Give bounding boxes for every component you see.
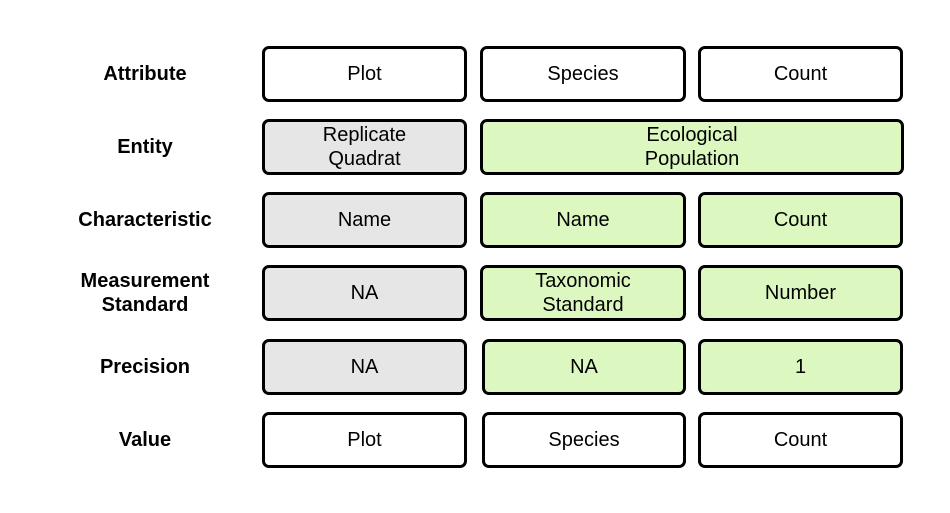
- row-label-attribute: Attribute: [103, 63, 187, 85]
- measurement-standard-plot-box: NA: [262, 265, 467, 321]
- row-label-measurement-standard: Measurement Standard: [80, 270, 210, 316]
- attribute-plot-box: Plot: [262, 46, 467, 102]
- row-label-entity: Entity: [117, 136, 173, 158]
- precision-plot-box: NA: [262, 339, 467, 395]
- value-plot-box: Plot: [262, 412, 467, 468]
- attribute-count-box: Count: [698, 46, 903, 102]
- measurement-standard-species-box: Taxonomic Standard: [480, 265, 686, 321]
- characteristic-plot-box: Name: [262, 192, 467, 248]
- row-label-precision: Precision: [99, 356, 191, 378]
- measurement-standard-count-box: Number: [698, 265, 903, 321]
- attribute-species-box: Species: [480, 46, 686, 102]
- entity-replicate-quadrat-box: Replicate Quadrat: [262, 119, 467, 175]
- precision-count-box: 1: [698, 339, 903, 395]
- row-label-value: Value: [118, 429, 172, 451]
- entity-ecological-population-box: Ecological Population: [480, 119, 904, 175]
- row-label-characteristic: Characteristic: [78, 209, 212, 231]
- characteristic-species-box: Name: [480, 192, 686, 248]
- characteristic-count-box: Count: [698, 192, 903, 248]
- value-species-box: Species: [482, 412, 686, 468]
- precision-species-box: NA: [482, 339, 686, 395]
- value-count-box: Count: [698, 412, 903, 468]
